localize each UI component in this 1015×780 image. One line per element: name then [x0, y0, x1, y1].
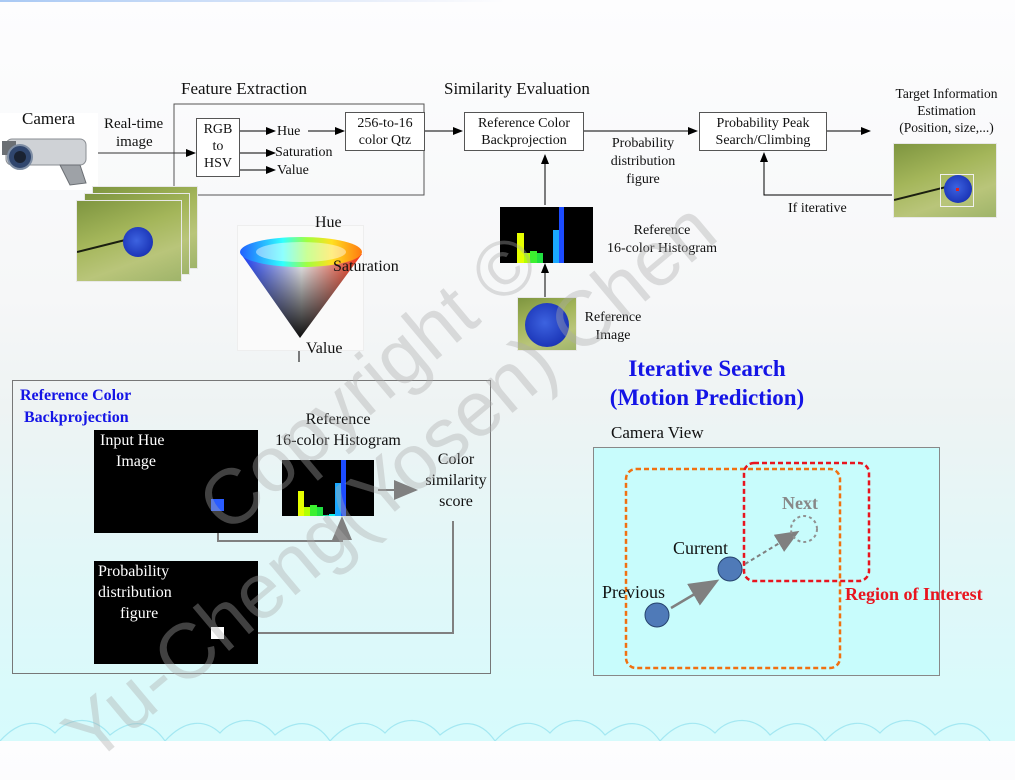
- wave-decoration: [0, 719, 991, 741]
- saturation-channel-label: Saturation: [275, 145, 333, 160]
- top-accent-line: [0, 0, 505, 2]
- current-label: Current: [673, 538, 728, 558]
- color-similarity-score-label: Color similarity score: [425, 451, 487, 510]
- camera-image: [0, 113, 98, 190]
- reference-image-label: Reference Image: [584, 310, 642, 343]
- backprojection-box: Reference Color Backprojection: [464, 112, 584, 151]
- tracking-bounding-box: [940, 174, 974, 207]
- panel-reference-histogram: [282, 460, 374, 516]
- cone-hue-label: Hue: [315, 214, 342, 231]
- feature-extraction-title: Feature Extraction: [181, 79, 308, 98]
- input-hue-image: Input Hue Image: [94, 430, 258, 533]
- value-channel-label: Value: [277, 163, 309, 178]
- next-point: [790, 515, 818, 543]
- region-of-interest-label: Region of Interest: [845, 584, 983, 604]
- backprojection-panel-title: Reference Color Backprojection: [20, 387, 132, 426]
- cone-value-label: Value: [306, 340, 343, 357]
- iterative-search-title: Iterative Search (Motion Prediction): [609, 356, 805, 410]
- reference-histogram-label-top: Reference 16-color Histogram: [606, 223, 718, 256]
- color-quantizer-box: 256-to-16 color Qtz: [345, 112, 425, 151]
- rgb-box-line-2: to: [212, 139, 224, 154]
- reference-histogram-top: [500, 207, 593, 263]
- frame-stack-1: [76, 200, 182, 282]
- camera-label: Camera: [22, 109, 75, 128]
- panel-histogram-label: Reference 16-color Histogram: [275, 411, 401, 449]
- quantizer-line-1: 256-to-16: [357, 116, 413, 131]
- probability-distribution-label: Probability distribution figure: [610, 136, 676, 187]
- hue-pixel-marker: [211, 499, 224, 511]
- realtime-label-2: image: [116, 134, 153, 150]
- probability-distribution-image: Probability distribution figure: [94, 561, 258, 664]
- rgb-box-line-3: HSV: [203, 156, 232, 171]
- hue-channel-label: Hue: [277, 124, 301, 139]
- backprojection-line-2: Backprojection: [481, 133, 567, 148]
- current-point: [717, 556, 743, 582]
- peak-line-2: Search/Climbing: [715, 133, 811, 148]
- hsv-cone-diagram: [237, 225, 364, 351]
- previous-roi-box: [624, 467, 842, 670]
- rgb-to-hsv-box: RGB to HSV: [196, 118, 240, 177]
- probability-pixel-marker: [211, 627, 224, 639]
- peak-search-box: Probability Peak Search/Climbing: [699, 112, 827, 151]
- peak-line-1: Probability Peak: [716, 116, 810, 131]
- hsv-cone-icon: [240, 237, 362, 338]
- realtime-label-1: Real-time: [104, 116, 164, 132]
- quantizer-line-2: color Qtz: [358, 133, 412, 148]
- similarity-evaluation-title: Similarity Evaluation: [444, 79, 590, 98]
- backprojection-panel: [12, 380, 491, 674]
- previous-point: [644, 602, 670, 628]
- camera-view-label: Camera View: [611, 423, 704, 442]
- blue-cap-object: [123, 227, 153, 257]
- camera-icon: [2, 138, 87, 186]
- if-iterative-label: If iterative: [788, 201, 847, 216]
- predicted-roi-box: [742, 461, 871, 583]
- backprojection-line-1: Reference Color: [477, 116, 571, 131]
- rgb-box-line-1: RGB: [203, 122, 233, 137]
- camera-view-frame: [593, 447, 940, 676]
- reference-image: [517, 297, 577, 351]
- motion-prediction-layer: [624, 461, 871, 670]
- cone-saturation-label: Saturation: [333, 258, 399, 275]
- previous-label: Previous: [602, 582, 665, 602]
- target-result-image: [893, 143, 997, 218]
- next-label: Next: [782, 493, 818, 513]
- target-estimation-title: Target Information Estimation (Position,…: [895, 86, 998, 135]
- target-center-dot: [956, 188, 959, 191]
